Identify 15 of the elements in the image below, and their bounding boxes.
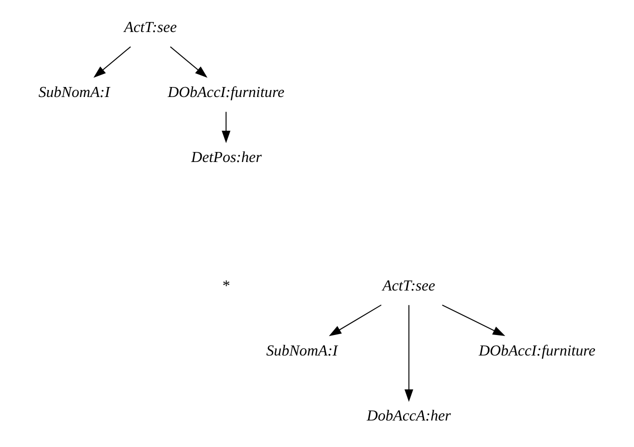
node-text: SubNomA:I — [38, 84, 110, 101]
arrow — [222, 111, 230, 144]
arrow — [442, 304, 506, 336]
arrow — [404, 304, 414, 402]
node-text: DetPos:her — [191, 149, 262, 166]
node-text: ActT:see — [124, 18, 177, 36]
label: * — [222, 277, 230, 294]
node-text: DobAccA:her — [366, 407, 451, 424]
node-text: SubNomA:I — [266, 342, 338, 360]
node-text: DObAccI:furniture — [478, 342, 596, 360]
node-text: ActT:see — [382, 277, 436, 294]
arrow — [170, 46, 208, 78]
arrow — [328, 304, 382, 336]
arrow — [93, 46, 132, 78]
node-text: DObAccI:furniture — [168, 84, 284, 101]
